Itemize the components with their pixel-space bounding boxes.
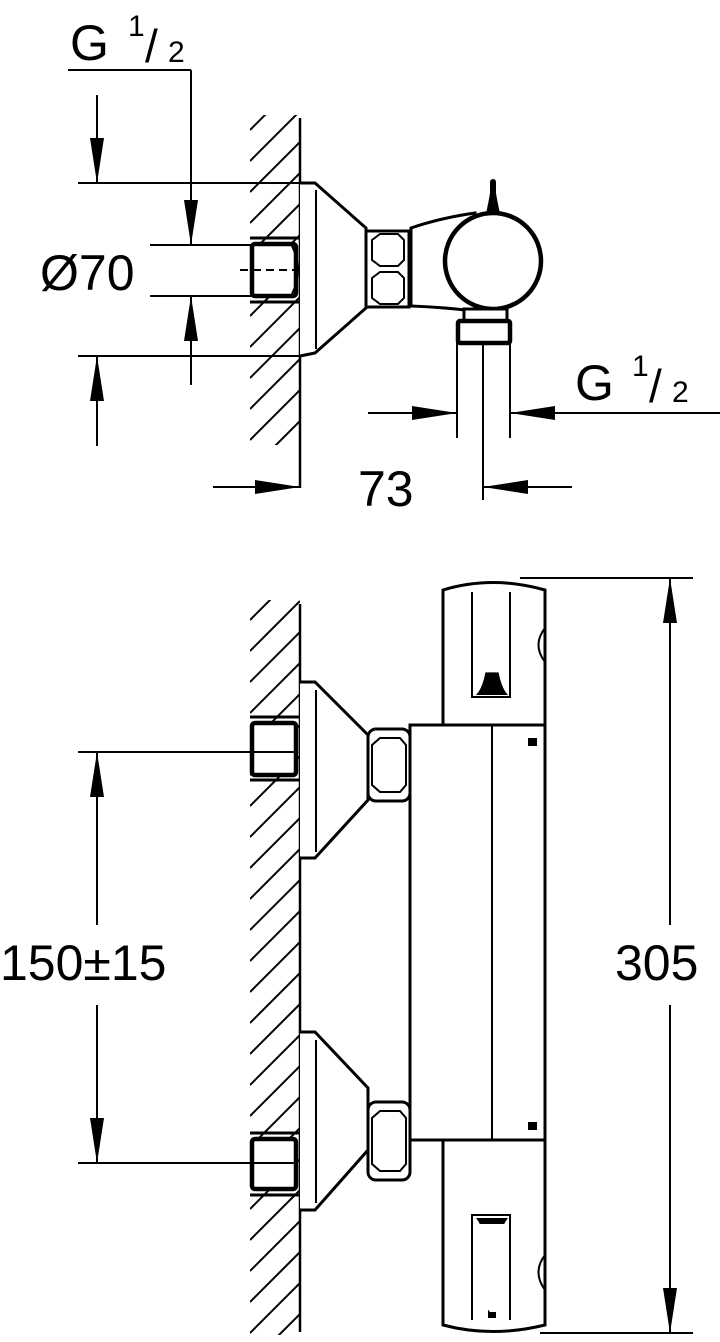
thermostat-body-front bbox=[408, 581, 547, 1333]
hatch-line bbox=[250, 1034, 300, 1086]
outlet-thread-label: G bbox=[575, 355, 614, 411]
front-view: 150±15 305 bbox=[0, 577, 698, 1335]
hatch-line bbox=[250, 910, 300, 962]
thermostat-body-side bbox=[409, 179, 544, 500]
thread-fraction-numerator: 1 bbox=[632, 350, 649, 383]
hatch-line bbox=[250, 1003, 300, 1055]
fraction-slash: / bbox=[145, 20, 158, 72]
temperature-knob bbox=[442, 210, 544, 312]
hatch-line bbox=[277, 1313, 300, 1335]
hatch-line bbox=[250, 389, 300, 441]
overall-height-label: 305 bbox=[615, 935, 698, 991]
inlet-thread-dimension: G 1 / 2 bbox=[68, 10, 198, 245]
inlet-thread-label: G bbox=[70, 15, 109, 71]
hatch-line bbox=[250, 327, 300, 379]
hatch-line bbox=[250, 817, 300, 869]
hatch-line bbox=[250, 631, 300, 683]
hatch-line bbox=[250, 600, 300, 652]
thread-fraction-denominator: 2 bbox=[168, 36, 185, 69]
flow-handle bbox=[441, 1138, 547, 1333]
top-view: G 1 / 2 Ø70 bbox=[40, 10, 720, 517]
hatch-line bbox=[274, 420, 300, 445]
hatch-line bbox=[250, 1220, 300, 1272]
inlet-spacing-dimension: 150±15 bbox=[0, 752, 166, 1163]
outlet-thread-dimension: G 1 / 2 bbox=[368, 350, 720, 420]
hatch-line bbox=[250, 115, 267, 131]
projection-label: 73 bbox=[358, 461, 414, 517]
hatch-line bbox=[250, 972, 300, 1024]
hatch-line bbox=[250, 296, 300, 348]
outlet-nut bbox=[455, 318, 513, 346]
temperature-handle bbox=[441, 581, 547, 727]
hatch-line bbox=[250, 1065, 300, 1117]
hatch-line bbox=[250, 600, 272, 621]
hatch-line bbox=[250, 1251, 300, 1303]
hatch-line bbox=[250, 879, 300, 931]
thread-fraction-denominator: 2 bbox=[672, 376, 689, 409]
thread-fraction-numerator: 1 bbox=[128, 10, 145, 43]
hatch-line bbox=[250, 1189, 300, 1241]
hatch-line bbox=[250, 662, 300, 714]
hatch-line bbox=[250, 115, 298, 162]
overall-height-dimension: 305 bbox=[520, 577, 698, 1334]
lower-inlet bbox=[78, 1030, 412, 1212]
escutcheon-diameter-label: Ø70 bbox=[40, 245, 135, 301]
fraction-slash: / bbox=[649, 360, 662, 412]
hatch-line bbox=[250, 358, 300, 410]
escutcheon-diameter-dimension: Ø70 bbox=[40, 95, 300, 446]
hatch-line bbox=[250, 786, 300, 838]
hatch-line bbox=[250, 172, 300, 224]
hex-nut bbox=[364, 229, 411, 309]
projection-dimension: 73 bbox=[213, 461, 572, 517]
inlet-nipple bbox=[240, 236, 300, 304]
upper-inlet bbox=[78, 680, 412, 860]
escutcheon bbox=[299, 181, 368, 358]
hatch-line bbox=[250, 141, 300, 193]
wall-hatching bbox=[250, 600, 300, 1335]
hatch-line bbox=[250, 1282, 300, 1334]
hatch-line bbox=[250, 941, 300, 993]
inlet-spacing-label: 150±15 bbox=[0, 935, 166, 991]
hatch-line bbox=[250, 848, 300, 900]
